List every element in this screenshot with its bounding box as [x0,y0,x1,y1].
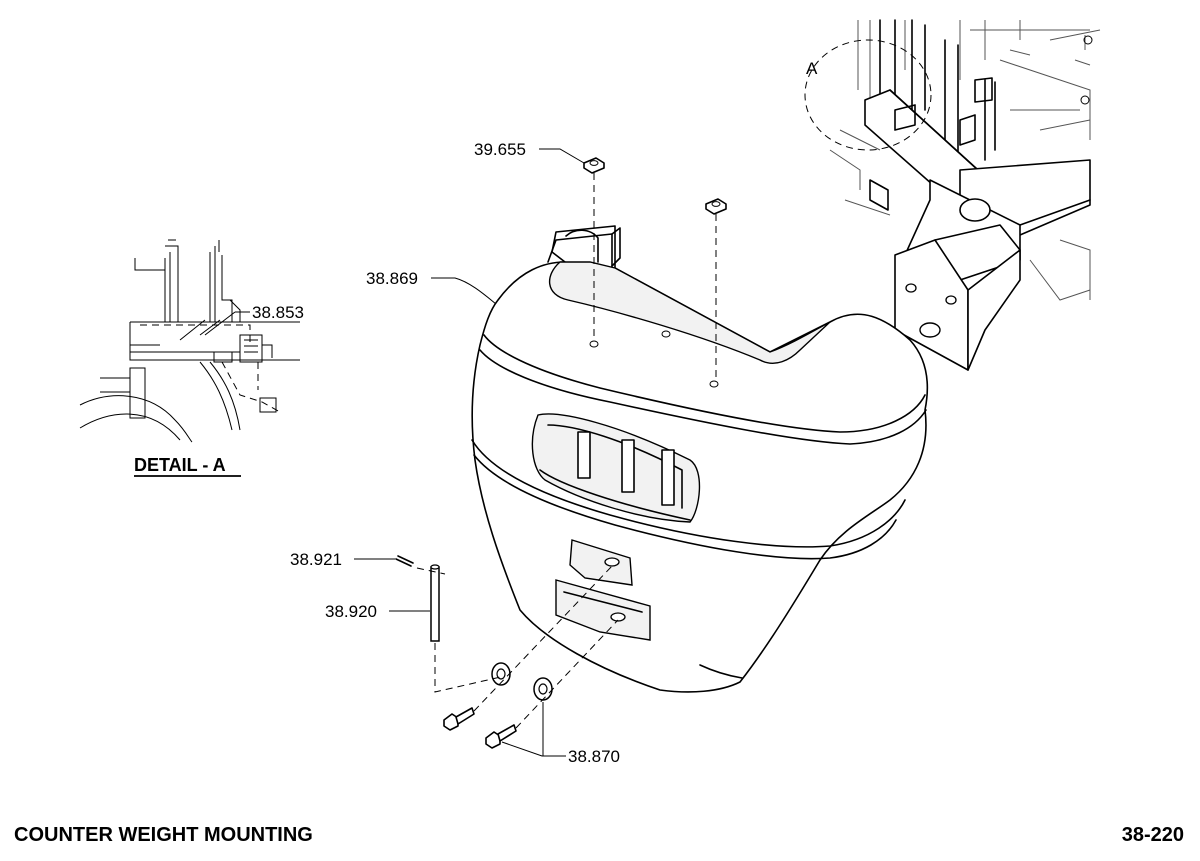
counterweight-body [471,225,929,693]
callout-39-655: 39.655 [474,140,526,159]
pin-38-920 [430,564,440,642]
washer-1 [491,662,511,686]
callout-38-869: 38.869 [366,269,418,288]
callout-38-853: 38.853 [252,303,304,322]
nut-2 [705,198,727,215]
callout-38-920: 38.920 [325,602,377,621]
callout-38-870: 38.870 [568,747,620,766]
truck-frame: A [804,19,1101,371]
callout-38-921: 38.921 [290,550,342,569]
drawing-title: COUNTER WEIGHT MOUNTING [14,824,313,846]
bolt-1 [443,707,475,731]
callouts: 39.655 38.869 38.921 38.920 38.870 [290,140,620,766]
detail-a-marker: A [806,59,818,78]
nut-1 [583,157,605,174]
detail-a-title: DETAIL - A [134,455,226,475]
page-number: 38-220 [1121,824,1184,846]
detail-a-view: 38.853 DETAIL - A [79,239,304,477]
assembly-center-lines [416,173,717,729]
washer-2 [533,677,553,701]
bolt-2 [485,724,517,749]
hardware [395,157,727,749]
